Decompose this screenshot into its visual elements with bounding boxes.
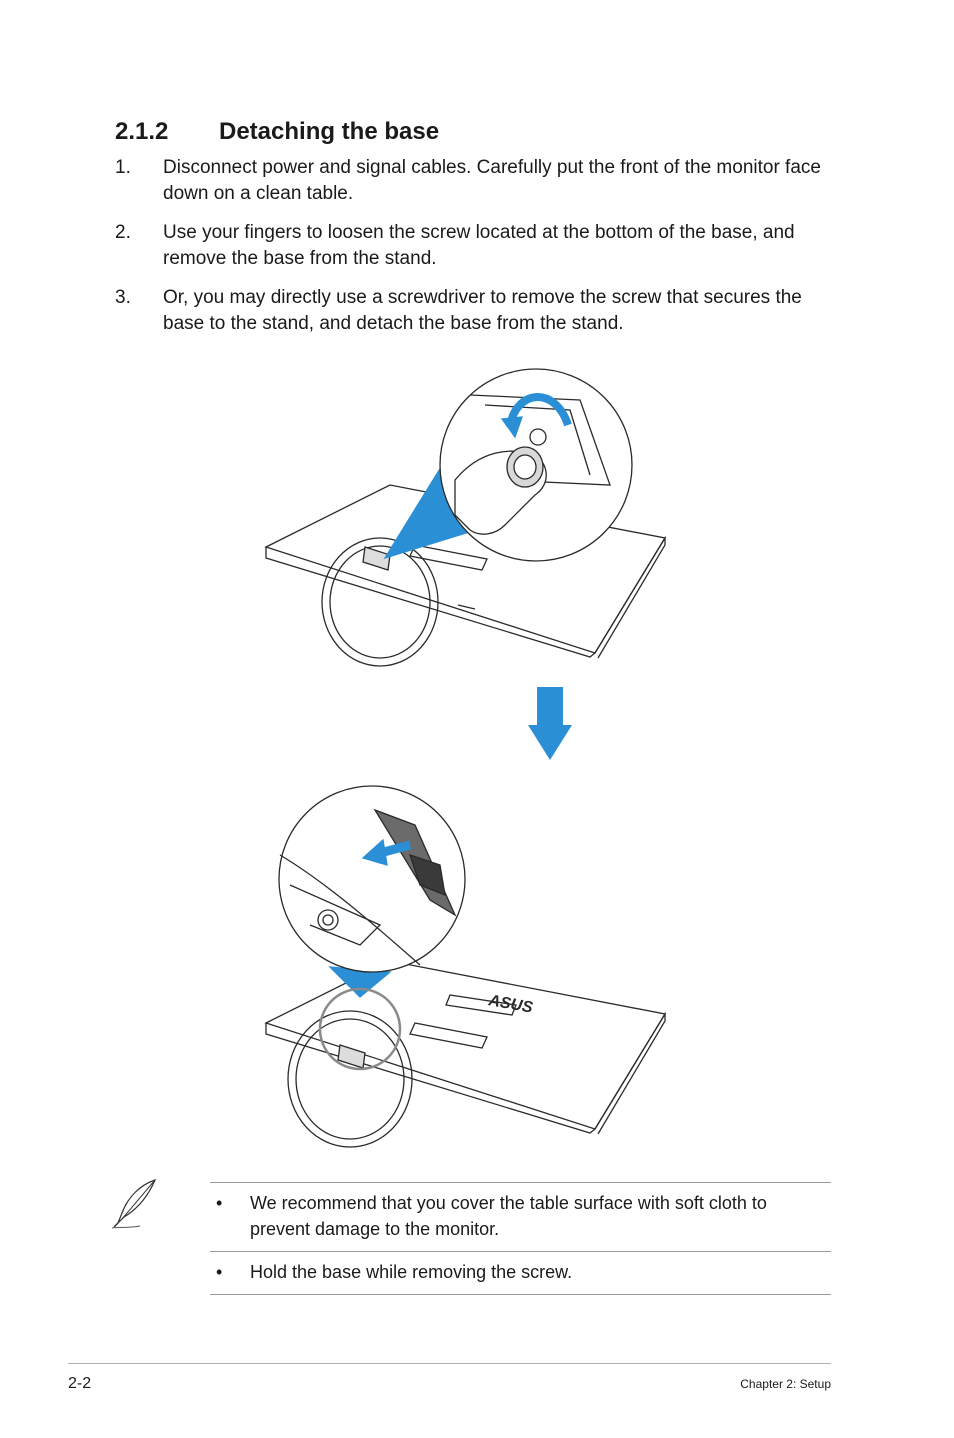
bullet: •	[216, 1262, 223, 1282]
section-number: 2.1.2	[115, 118, 169, 145]
highlight-ring	[318, 987, 402, 1071]
step-item: 2. Use your fingers to loosen the screw …	[115, 220, 835, 272]
section-title: Detaching the base	[219, 118, 440, 145]
feather-pen-icon	[111, 1179, 157, 1229]
note-item: • Hold the base while removing the screw…	[210, 1252, 831, 1295]
section-heading: 2.1.2 Detaching the base	[115, 118, 439, 146]
rotate-arrow-icon	[506, 393, 572, 428]
note-text: Hold the base while removing the screw.	[250, 1262, 573, 1282]
step-text: Or, you may directly use a screwdriver t…	[163, 287, 802, 334]
stand-closeup	[279, 808, 457, 966]
monitor-bottom-illustration	[264, 960, 667, 1148]
step-number: 2.	[115, 222, 131, 243]
footer-divider	[68, 1363, 831, 1364]
step-item: 1. Disconnect power and signal cables. C…	[115, 155, 835, 207]
note-box: • We recommend that you cover the table …	[210, 1182, 831, 1295]
bullet: •	[216, 1193, 223, 1213]
note-item: • We recommend that you cover the table …	[210, 1183, 831, 1252]
step-text: Use your fingers to loosen the screw loc…	[163, 222, 795, 269]
step-number: 3.	[115, 287, 131, 308]
step-number: 1.	[115, 157, 131, 178]
finger-closeup	[454, 394, 611, 535]
page-number: 2-2	[68, 1375, 92, 1392]
step-text: Disconnect power and signal cables. Care…	[163, 157, 821, 204]
base-detach-illustration: ASUS	[264, 368, 667, 1148]
note-text: We recommend that you cover the table su…	[250, 1193, 767, 1239]
steps-list: 1. Disconnect power and signal cables. C…	[115, 155, 835, 350]
chapter-label: Chapter 2: Setup	[740, 1377, 831, 1391]
down-arrow-icon	[528, 687, 572, 760]
step-item: 3. Or, you may directly use a screwdrive…	[115, 285, 835, 337]
